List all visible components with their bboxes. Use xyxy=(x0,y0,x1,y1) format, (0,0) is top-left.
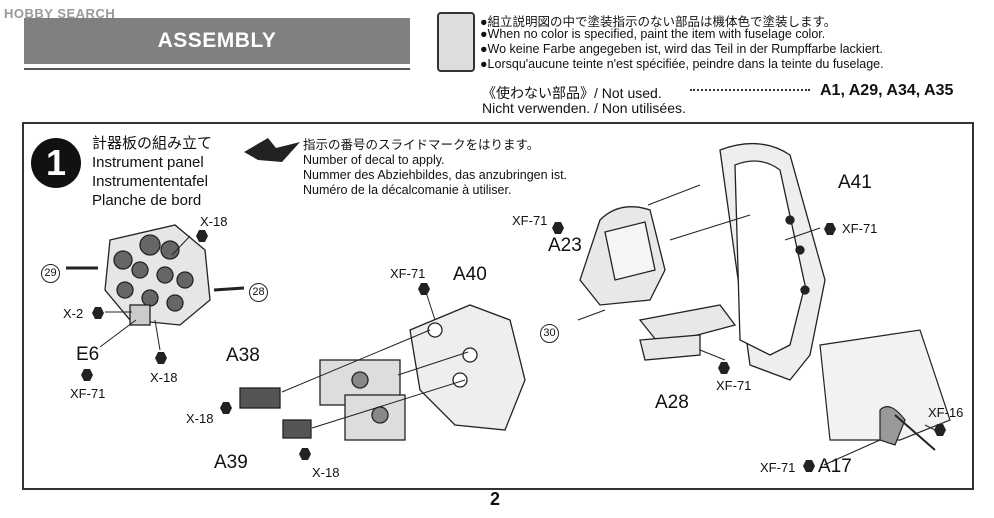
decal-instruction-de: Nummer des Abziehbildes, das anzubringen… xyxy=(303,168,568,182)
not-used-line1: 《使わない部品》/ Not used. xyxy=(482,85,662,101)
part-label-e6: E6 xyxy=(76,344,100,365)
part-label-a40: A40 xyxy=(453,264,487,285)
step-title-fr: Planche de bord xyxy=(92,192,202,209)
decal-number-29: 29 xyxy=(41,264,60,283)
paint-hex-icon xyxy=(81,369,93,381)
decal-instruction-jp: 指示の番号のスライドマークをはります。 xyxy=(303,138,540,152)
paint-label-xf71: XF-71 xyxy=(842,221,878,236)
section-title: ASSEMBLY xyxy=(157,29,277,52)
part-label-a41: A41 xyxy=(838,172,872,193)
color-note-en: ●When no color is specified, paint the i… xyxy=(480,27,826,41)
part-a28-frame xyxy=(638,304,737,361)
decal-instruction-en: Number of decal to apply. xyxy=(303,153,445,167)
paint-hex-icon xyxy=(220,402,232,414)
paint-hex-icon xyxy=(824,223,836,235)
leader-dots xyxy=(690,89,810,91)
part-a38-a39 xyxy=(239,387,312,439)
paint-label-xf71: XF-71 xyxy=(512,213,548,228)
paint-label-xf71: XF-71 xyxy=(390,266,426,281)
step-title-en: Instrument panel xyxy=(92,154,204,171)
paint-label-xf71: XF-71 xyxy=(716,378,752,393)
paint-label-x18: X-18 xyxy=(312,465,340,480)
banner-rule xyxy=(24,68,410,70)
part-label-a17: A17 xyxy=(818,456,852,477)
step-number-badge: 1 xyxy=(31,138,81,188)
decal-number-28: 28 xyxy=(249,283,268,302)
paint-label-xf71: XF-71 xyxy=(70,386,106,401)
decal-arrow-icon xyxy=(244,138,300,162)
part-label-a38: A38 xyxy=(226,345,260,366)
not-used-line2: Nicht verwenden. / Non utilisées. xyxy=(482,100,686,116)
paint-hex-icon xyxy=(418,283,430,295)
paint-label-xf16: XF-16 xyxy=(928,405,964,420)
rear-frame-part xyxy=(719,142,826,381)
color-note-jp: ●組立説明図の中で塗装指示のない部品は機体色で塗装します。 xyxy=(480,15,837,29)
instrument-panel-part xyxy=(104,224,211,326)
paint-label-x2: X-2 xyxy=(63,306,84,321)
step-title-de: Instrumententafel xyxy=(92,173,208,190)
page-number: 2 xyxy=(490,489,501,509)
paint-can-icon xyxy=(437,12,475,72)
paint-hex-icon xyxy=(299,448,311,460)
decal-number-30: 30 xyxy=(540,324,559,343)
decal-instruction: 指示の番号のスライドマークをはります。 Number of decal to a… xyxy=(303,138,567,198)
paint-hex-icon xyxy=(196,230,208,242)
part-label-a28: A28 xyxy=(655,392,689,413)
paint-label-x18: X-18 xyxy=(150,370,178,385)
not-used-parts: A1, A29, A34, A35 xyxy=(820,82,954,99)
gauge-cluster-part xyxy=(319,359,406,441)
paint-hex-icon xyxy=(934,424,946,436)
paint-label-x18: X-18 xyxy=(186,411,214,426)
part-label-a39: A39 xyxy=(214,452,248,473)
paint-hex-icon xyxy=(552,222,564,234)
paint-hex-icon xyxy=(92,307,104,319)
paint-hex-icon xyxy=(718,362,730,374)
paint-label-x18: X-18 xyxy=(200,214,228,229)
paint-label-xf71: XF-71 xyxy=(760,460,796,475)
paint-hex-icon xyxy=(803,460,815,472)
part-label-a23: A23 xyxy=(548,235,582,256)
part-a40-bulkhead xyxy=(409,304,526,431)
step-frame xyxy=(22,122,974,490)
color-note-de: ●Wo keine Farbe angegeben ist, wird das … xyxy=(480,42,883,56)
step-title-jp: 計器板の組み立て xyxy=(92,135,213,152)
section-banner: ASSEMBLY xyxy=(24,18,410,64)
color-note-fr: ●Lorsqu'aucune teinte n'est spécifiée, p… xyxy=(480,57,884,71)
step-title: 計器板の組み立て Instrument panel Instrumententa… xyxy=(92,134,212,210)
paint-hex-icon xyxy=(155,352,167,364)
decal-instruction-fr: Numéro de la décalcomanie à utiliser. xyxy=(303,183,512,197)
part-a17-detail xyxy=(819,329,951,451)
watermark: HOBBY SEARCH xyxy=(4,6,116,21)
part-a23-seat xyxy=(579,206,666,306)
